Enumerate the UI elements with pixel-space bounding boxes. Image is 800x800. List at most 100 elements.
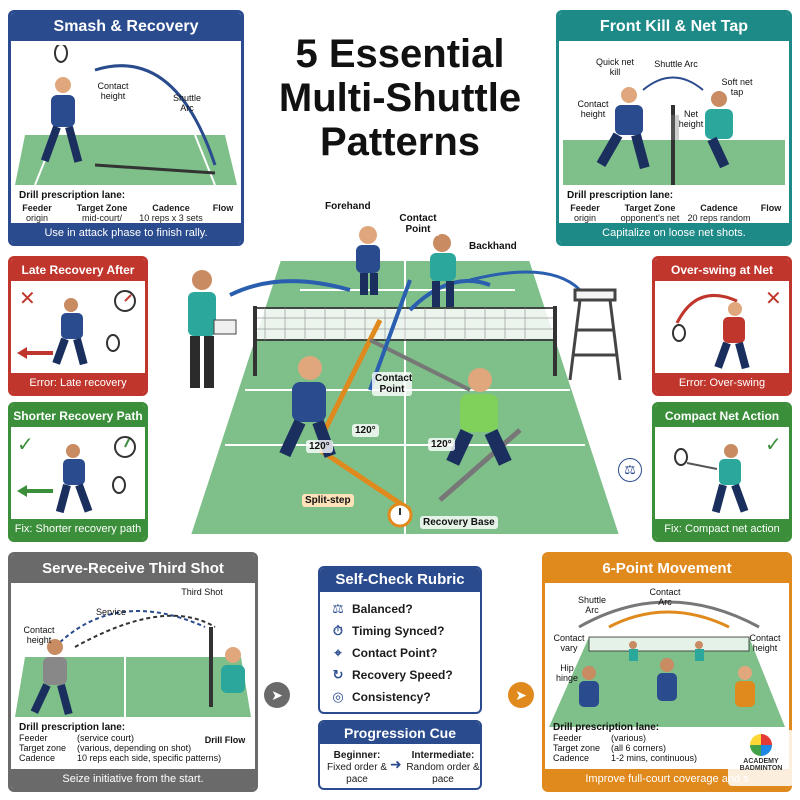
panel-footer: Fix: Shorter recovery path — [11, 519, 145, 539]
drill-lane: Drill prescription lane: — [19, 191, 239, 201]
label-shuttle-arc: Shuttle Arc — [577, 595, 607, 615]
smash-illustration — [15, 45, 237, 185]
panel-late-recovery: Late Recovery After Smash ✕ Error: Late … — [8, 256, 148, 396]
academy-logo: ACADEMY BADMINTON — [728, 730, 794, 786]
panel-shorter-recovery: Shorter Recovery Path ✓ Fix: Shorter rec… — [8, 402, 148, 542]
drill-lane: Drill prescription lane: — [567, 191, 787, 201]
label-hip-hinge: Hip hinge — [555, 663, 579, 683]
balance-icon: ⚖ — [332, 601, 344, 616]
rubric-item: ⏱Timing Synced? — [330, 620, 470, 642]
logo-mark-icon — [750, 734, 772, 756]
drill-row-key: Target zone — [19, 743, 67, 753]
drill-row-key: Cadence — [553, 753, 590, 763]
panel-footer: Error: Over-swing — [655, 373, 789, 393]
drill-row-value: (all 6 corners) — [611, 743, 667, 753]
balance-scale-icon: ⚖ — [618, 458, 642, 482]
label-split-step: Split-step — [302, 494, 354, 507]
page-title: 5 Essential Multi-Shuttle Patterns — [250, 32, 550, 164]
label-third-shot: Third Shot — [181, 587, 223, 597]
progression-desc: Fixed order & pace — [326, 762, 388, 785]
rubric-item: ◎Consistency? — [330, 686, 470, 708]
panel-six-point: 6-Point Movement Shuttle Arc Contact Arc… — [542, 552, 792, 792]
progression-cue: Progression Cue Beginner: Fixed order & … — [318, 720, 482, 790]
rubric-list: ⚖Balanced? ⏱Timing Synced? ⌖Contact Poin… — [320, 592, 480, 712]
label-service: Service — [95, 607, 126, 617]
label-contact-point-mid: Contact Point — [372, 372, 412, 396]
drill-col-flow: Flow — [755, 203, 787, 213]
drill-col-heading: Flow — [212, 203, 234, 213]
drill-col-heading: Cadence — [152, 203, 190, 213]
panel-front-kill: Front Kill & Net Tap Quick net kill Shut… — [556, 10, 792, 246]
player-top-teal — [430, 234, 456, 307]
rubric-item-label: Recovery Speed? — [352, 668, 453, 682]
rubric-item: ⚖Balanced? — [330, 598, 470, 620]
label-angle-2: 120° — [306, 440, 333, 453]
label-angle-1: 120° — [352, 424, 379, 437]
panel-header: Compact Net Action — [655, 405, 789, 427]
drill-title: Drill prescription lane: — [19, 190, 126, 201]
drill-row-value: 10 reps each side, specific patterns) — [77, 753, 222, 763]
drill-lane: Drill prescription lane: Feeder(service … — [19, 723, 255, 764]
player-top-blue — [356, 226, 380, 295]
progression-intermediate: Intermediate: Random order & pace — [406, 750, 480, 786]
label-angle-3: 120° — [428, 438, 455, 451]
timer-icon: ⏱ — [332, 623, 344, 638]
player-main-blue — [279, 356, 336, 458]
label-backhand: Backhand — [466, 240, 520, 253]
target-icon: ◎ — [332, 689, 344, 704]
label-contact-height: Contact height — [97, 81, 129, 101]
drill-row-key: Feeder — [553, 733, 582, 743]
progression-header: Progression Cue — [320, 722, 480, 744]
shorter-path-illustration: ✓ — [17, 432, 136, 514]
drill-title: Drill prescription lane: — [567, 190, 674, 201]
logo-line-2: BADMINTON — [739, 765, 783, 772]
panel-footer: Fix: Compact net action — [655, 519, 789, 539]
drill-col-heading: Flow — [760, 203, 782, 213]
arrow-right-icon: ➜ — [390, 756, 402, 772]
panel-compact-net: Compact Net Action ✓ Fix: Compact net ac… — [652, 402, 792, 542]
serve-receive-illustration — [15, 610, 251, 717]
label-net-height: Net height — [678, 109, 704, 129]
panel-footer: Use in attack phase to finish rally. — [11, 223, 241, 243]
cross-icon: ✕ — [19, 286, 36, 310]
panel-header: Smash & Recovery — [11, 13, 241, 41]
overswing-illustration: ✕ — [672, 286, 782, 370]
label-contact-arc: Contact Arc — [649, 587, 681, 607]
title-line-3: Patterns — [319, 120, 481, 164]
label-shuttle-arc: Shuttle Arc — [172, 93, 202, 113]
progression-beginner: Beginner: Fixed order & pace — [324, 750, 390, 786]
rubric-item: ↻ Recovery Speed? — [330, 664, 470, 686]
panel-smash-recovery: Smash & Recovery Contact height Shuttle … — [8, 10, 244, 246]
cycle-icon: ↻ — [332, 667, 344, 682]
label-contact-height: Contact height — [23, 625, 55, 645]
six-point-illustration — [549, 600, 785, 727]
panel-header: Serve-Receive Third Shot — [11, 555, 255, 583]
label-contact-height: Contact height — [749, 633, 781, 653]
check-icon: ✓ — [17, 432, 34, 456]
cross-icon: ✕ — [765, 286, 782, 310]
drill-row-value: (various) — [611, 733, 647, 743]
panel-header: Late Recovery After Smash — [11, 259, 145, 299]
late-recovery-illustration: ✕ — [17, 286, 136, 366]
label-contact-height: Contact height — [577, 99, 609, 119]
drill-col-heading: Target Zone — [624, 203, 676, 213]
pin-icon: ⌖ — [334, 645, 342, 660]
player-main-green — [446, 368, 512, 466]
label-soft-net-tap: Soft net tap — [721, 77, 753, 97]
panel-footer: Error: Late recovery — [11, 373, 145, 393]
check-icon: ✓ — [765, 432, 782, 456]
drill-col-heading: Feeder — [570, 203, 600, 213]
progression-desc: Random order & pace — [406, 762, 480, 785]
drill-col-heading: Target Zone — [76, 203, 128, 213]
logo-line-1: ACADEMY — [743, 758, 779, 765]
runner-icon-orange: ➤ — [508, 682, 534, 708]
title-line-2: Multi-Shuttle — [278, 76, 522, 120]
panel-footer: Capitalize on loose net shots. — [559, 223, 789, 243]
umpire-chair — [568, 288, 622, 381]
self-check-rubric: Self-Check Rubric ⚖Balanced? ⏱Timing Syn… — [318, 566, 482, 714]
label-contact-point-top: Contact Point — [396, 212, 440, 236]
panel-header: Shorter Recovery Path — [11, 405, 145, 427]
runner-icon: ➤ — [264, 682, 290, 708]
drill-row-value: (service court) — [77, 733, 135, 743]
rubric-item: ⌖Contact Point? — [330, 642, 470, 664]
